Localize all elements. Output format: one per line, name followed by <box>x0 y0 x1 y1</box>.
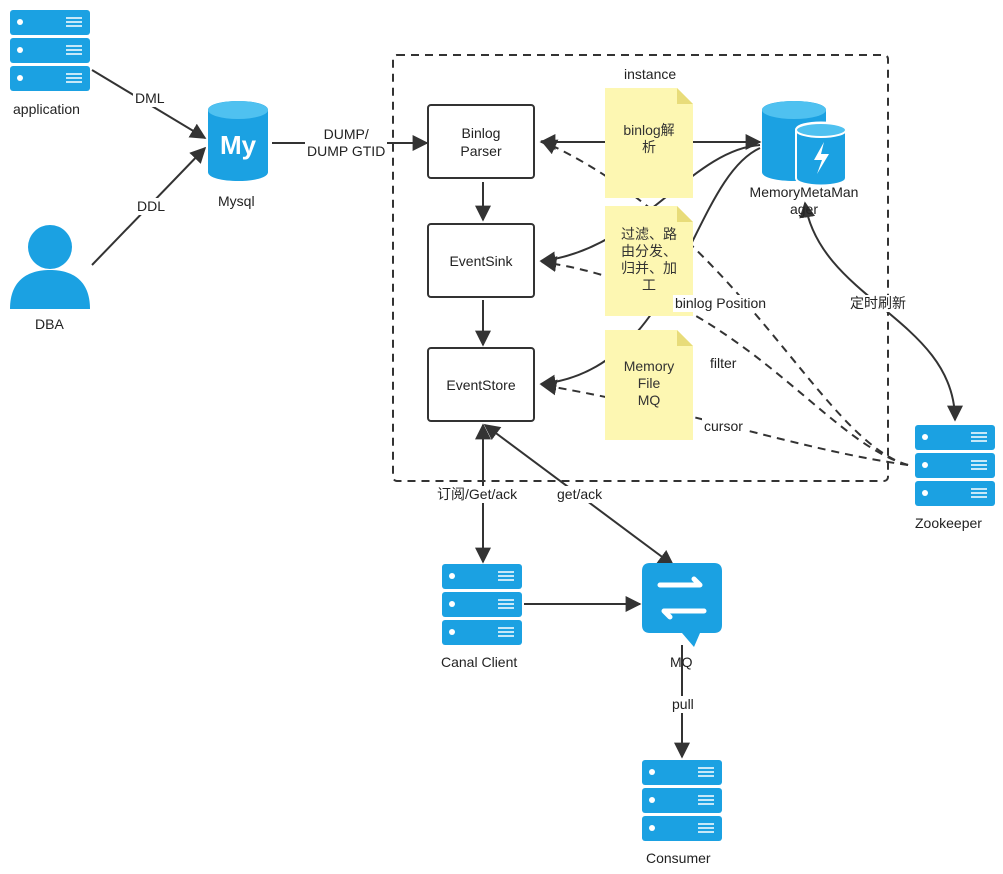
edge-label-filter: filter <box>708 355 739 372</box>
server-icon <box>442 564 522 645</box>
server-icon <box>10 10 90 91</box>
mq-icon <box>642 563 722 647</box>
server-icon <box>642 760 722 841</box>
dba-label: DBA <box>35 316 64 332</box>
svg-text:My: My <box>220 130 257 160</box>
edge-label-dump: DUMP/ DUMP GTID <box>305 126 388 160</box>
edge-label-dml: DML <box>133 90 167 107</box>
edge-label-binlog-position: binlog Position <box>673 295 769 312</box>
edge-label-timed-refresh: 定时刷新 <box>848 295 908 312</box>
mysql-icon: My <box>208 101 268 181</box>
server-icon <box>915 425 995 506</box>
user-icon <box>10 225 90 309</box>
binlog-parser-box: Binlog Parser <box>427 104 535 179</box>
memory-meta-manager-label: MemoryMetaMan ager <box>749 184 859 217</box>
note-memory-file-mq: Memory File MQ <box>605 330 693 440</box>
canal-client-label: Canal Client <box>441 654 518 670</box>
event-sink-box: EventSink <box>427 223 535 298</box>
event-store-box: EventStore <box>427 347 535 422</box>
edge-label-pull: pull <box>670 696 696 713</box>
edge-meta-sink <box>539 144 761 268</box>
zookeeper-label: Zookeeper <box>915 515 982 531</box>
note-binlog-parse: binlog解 析 <box>605 88 693 198</box>
edge-zk-sink <box>540 256 909 466</box>
mysql-label: Mysql <box>218 193 255 209</box>
database-icon <box>762 101 847 187</box>
edge-label-ddl: DDL <box>135 198 168 215</box>
application-label: application <box>13 101 80 117</box>
mq-label: MQ <box>670 654 693 670</box>
instance-label: instance <box>624 66 677 82</box>
edge-label-subscribe: 订阅/Get/ack <box>435 486 520 503</box>
consumer-label: Consumer <box>646 850 711 866</box>
edge-label-cursor: cursor <box>702 418 745 435</box>
edge-label-get-ack: get/ack <box>555 486 605 503</box>
